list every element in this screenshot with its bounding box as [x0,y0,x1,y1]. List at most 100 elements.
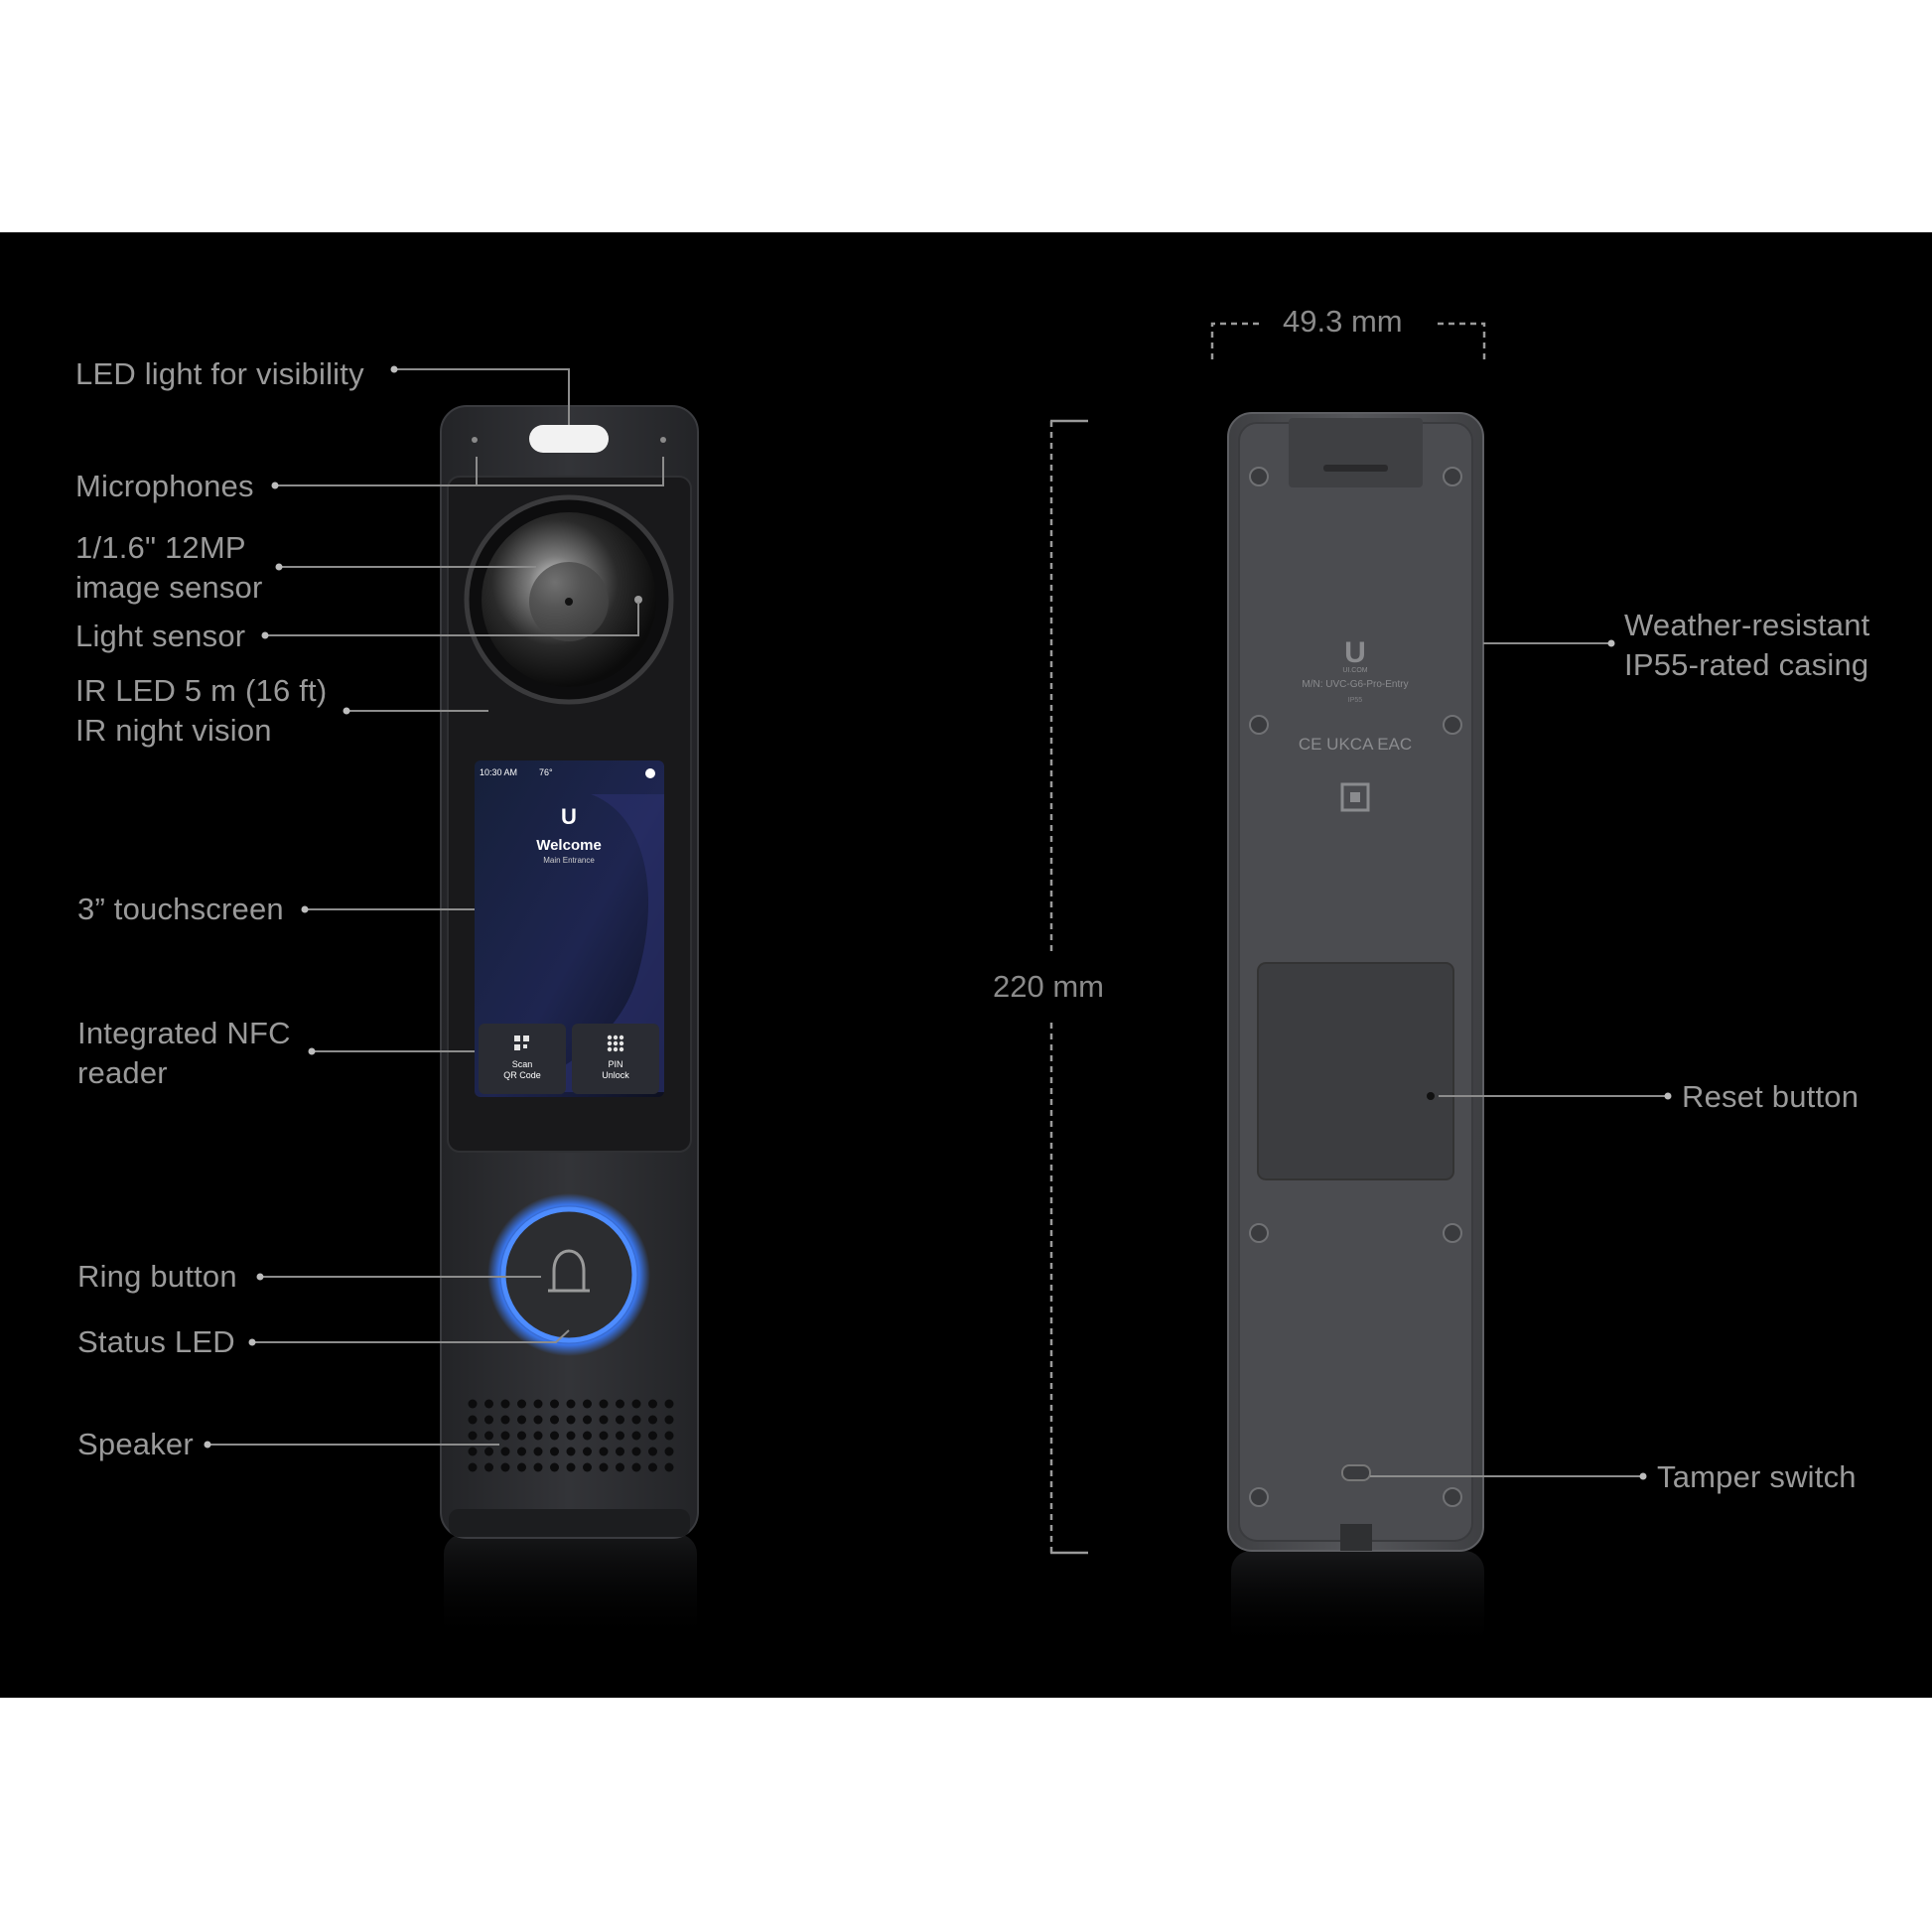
screen-button-pin [572,1024,659,1094]
qr-code-small [1340,782,1370,812]
speaker-hole [500,1415,510,1425]
speaker-hole [616,1462,624,1472]
speaker-hole [468,1415,478,1425]
speaker-hole [484,1431,493,1441]
speaker-hole [566,1399,576,1409]
speaker-hole [616,1415,624,1425]
width-dimension [1210,322,1486,359]
label-image-sensor: 1/1.6" 12MP image sensor [75,530,263,605]
speaker-hole [566,1447,576,1456]
back-reflection [1231,1551,1484,1650]
speaker-hole [533,1415,543,1425]
speaker-hole [533,1447,543,1456]
speaker-hole [631,1447,641,1456]
front-reflection [444,1534,697,1643]
speaker-hole [500,1447,510,1456]
ring-button [500,1206,637,1343]
speaker-hole [484,1399,493,1409]
label-microphones: Microphones [75,469,254,503]
pin-unlock-button[interactable]: PIN Unlock [602,1059,629,1080]
bottom-cavity [1257,962,1454,1180]
screen-weather: 76° [539,767,553,777]
speaker-hole [468,1447,478,1456]
speaker-hole [664,1399,674,1409]
speaker-hole [533,1399,543,1409]
speaker-hole [631,1462,641,1472]
speaker-hole [583,1431,592,1441]
speaker-hole [550,1399,559,1409]
speaker-hole [648,1447,657,1456]
speaker-hole [517,1462,526,1472]
back-device: U [1227,412,1484,1650]
label-ir-led: IR LED 5 m (16 ft) IR night vision [75,673,328,748]
speaker-hole [517,1415,526,1425]
speaker-hole [550,1462,559,1472]
light-sensor-dot [634,596,642,604]
led-light-pill [529,425,609,453]
dark-background-panel [0,232,1932,1698]
label-touchscreen: 3” touchscreen [77,892,284,926]
speaker-hole [550,1447,559,1456]
scan-qr-button[interactable]: Scan QR Code [503,1059,541,1080]
speaker-hole [664,1415,674,1425]
speaker-hole [468,1399,478,1409]
screen-button-qr [479,1024,566,1094]
label-tamper-switch: Tamper switch [1657,1459,1857,1494]
back-rating: IP55 [1347,697,1363,704]
screws [1249,467,1462,1507]
speaker-hole [517,1447,526,1456]
bottom-notch [1340,1524,1372,1551]
label-reset-button: Reset button [1682,1079,1860,1114]
speaker-hole [599,1447,609,1456]
height-dimension-label: 220 mm [993,969,1104,1004]
speaker-hole [468,1431,478,1441]
speaker-hole [533,1462,543,1472]
back-model: M/N: UVC-G6-Pro-Entry [1302,679,1409,690]
speaker-hole [583,1415,592,1425]
speaker-hole [664,1462,674,1472]
speaker-hole [648,1399,657,1409]
speaker-hole [484,1415,493,1425]
speaker-hole [599,1399,609,1409]
speaker-hole [500,1462,510,1472]
speaker-hole [599,1415,609,1425]
speaker-hole [550,1415,559,1425]
speaker-hole [631,1399,641,1409]
leader-lines [208,368,1667,1477]
reset-hole [1427,1092,1435,1100]
speaker-hole [648,1415,657,1425]
mic-hole-right [660,437,666,443]
back-logo: U [1344,636,1366,669]
speaker-hole [616,1447,624,1456]
speaker-hole [533,1431,543,1441]
speaker-hole [566,1415,576,1425]
screen-location: Main Entrance [543,856,595,865]
speaker-hole [517,1431,526,1441]
speaker-hole [616,1431,624,1441]
speaker-hole [550,1431,559,1441]
tamper-switch-pill [1341,1464,1371,1481]
speaker-grille [468,1399,674,1472]
speaker-hole [664,1447,674,1456]
speaker-hole [631,1415,641,1425]
front-bottom-cap [449,1509,690,1537]
settings-gear-icon [645,768,655,778]
screen-time: 10:30 AM [480,767,518,777]
speaker-hole [566,1431,576,1441]
speaker-hole [566,1462,576,1472]
label-ring-button: Ring button [77,1259,237,1294]
speaker-hole [583,1447,592,1456]
bell-icon [548,1249,590,1293]
speaker-hole [484,1462,493,1472]
label-status-led: Status LED [77,1324,235,1359]
mic-hole-left [472,437,478,443]
screen-welcome: Welcome [536,837,602,854]
front-device: U [440,405,699,1643]
speaker-hole [599,1431,609,1441]
speaker-hole [468,1462,478,1472]
speaker-hole [517,1399,526,1409]
label-nfc-reader: Integrated NFC reader [77,1016,291,1090]
label-light-sensor: Light sensor [75,619,246,653]
keypad-icon [607,1035,624,1052]
